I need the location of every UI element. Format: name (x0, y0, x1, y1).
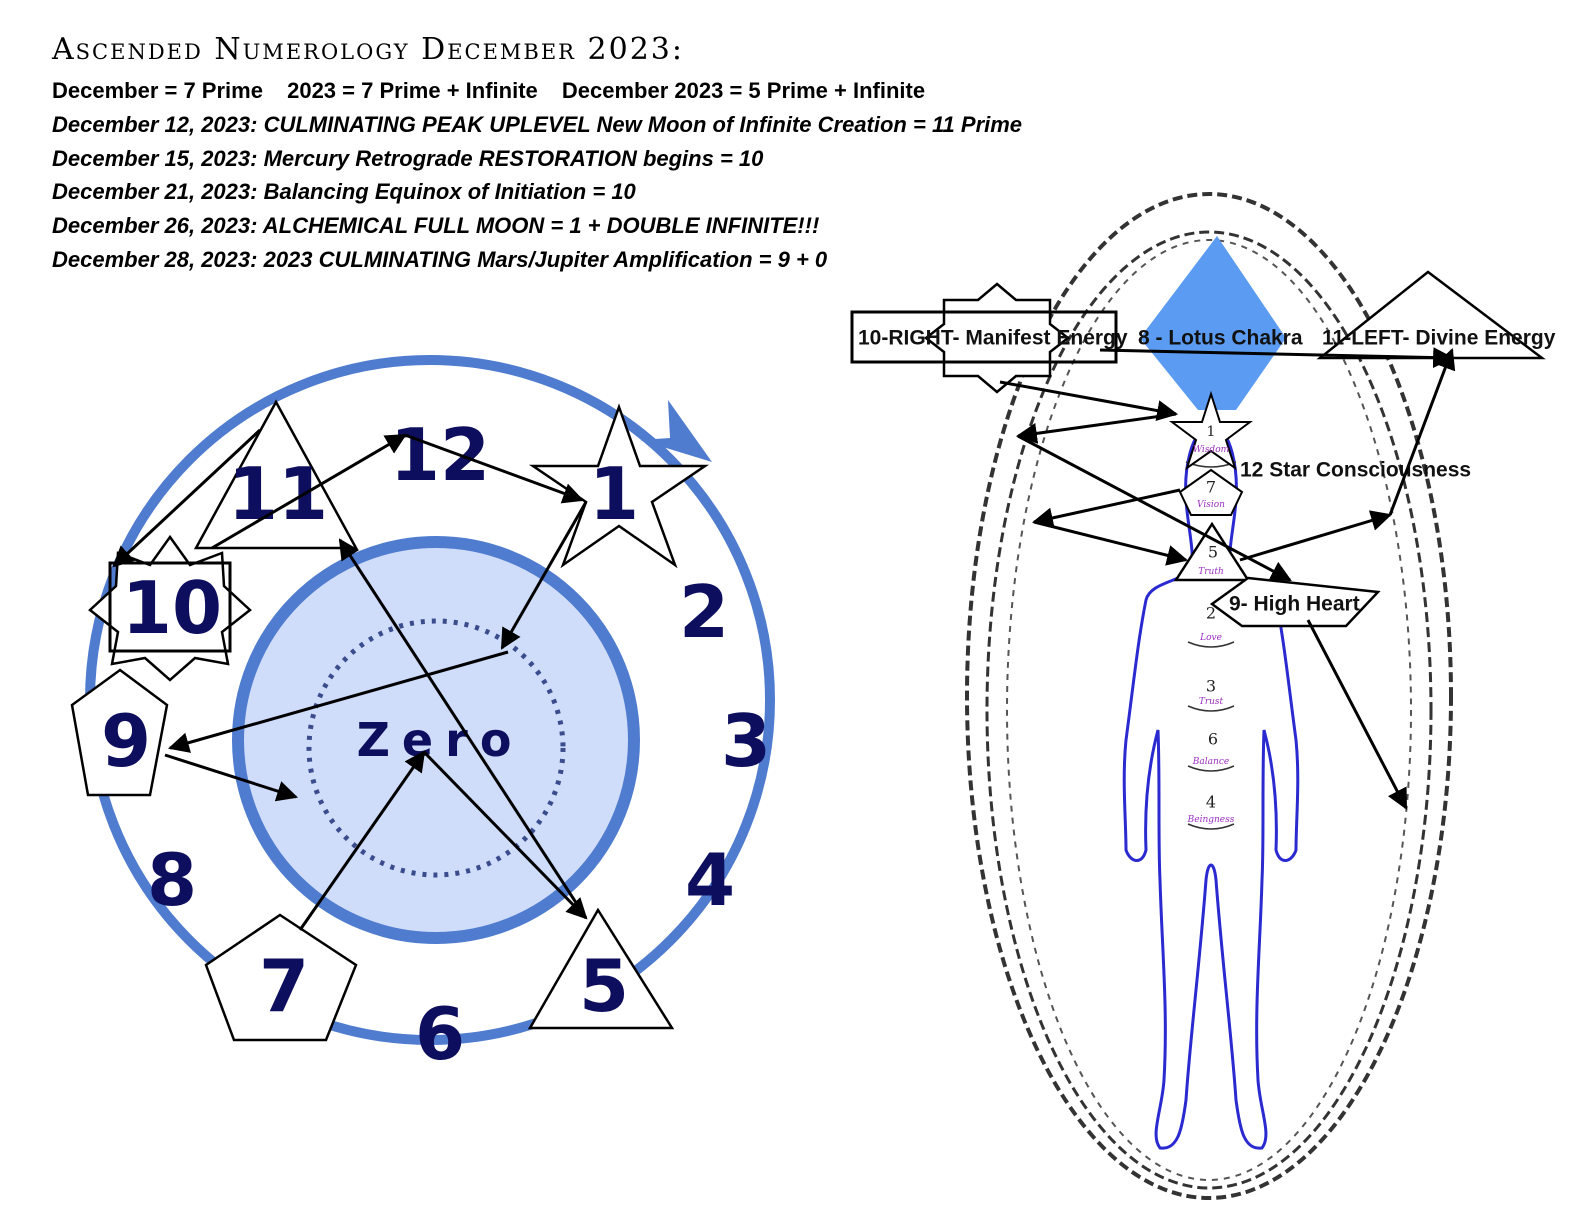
zero-dotted-ring (306, 618, 566, 878)
arrow-zero-to-5 (422, 750, 588, 920)
arrow-left-to-throat (1033, 520, 1189, 566)
truth-triangle-icon (1173, 521, 1251, 582)
body-arrows (999, 347, 1456, 810)
chakra-num-1: 1 (1207, 424, 1216, 440)
chakra-num-5: 5 (1208, 543, 1218, 562)
arrow-7-to-zero (298, 750, 426, 931)
triangle-5-icon (527, 907, 675, 1030)
chakra-num-4: 4 (1206, 793, 1216, 812)
label-high-heart: 9- High Heart (1229, 593, 1360, 616)
vision-pentagon-icon (1178, 468, 1244, 516)
chakra-word-truth: Truth (1198, 567, 1224, 577)
wheel-number-1: 1 (589, 452, 639, 536)
arrow-left-to-heart (1017, 434, 1292, 582)
label-star-consciousness: 12 Star Consciousness (1240, 459, 1471, 482)
wheel-arrows (112, 428, 588, 931)
chakra-word-trust: Trust (1199, 697, 1224, 707)
summary-month: December = 7 Prime (52, 78, 263, 103)
heart-pentagon-icon (1209, 576, 1381, 628)
square-10-icon (108, 561, 232, 653)
chakra-word-beingness: Beingness (1187, 815, 1235, 825)
body-diagram: 1 Wisdom 7 Vision 5 Truth 2 Love 3 Trust… (850, 192, 1556, 1200)
arrow-lotus-to-divine (1099, 347, 1455, 369)
label-manifest-energy: 10-RIGHT- Manifest Energy (858, 327, 1128, 350)
chakra-word-wisdom: Wisdom (1193, 445, 1229, 455)
arrow-manifest-to-crown (999, 380, 1179, 421)
numerology-wheel: Zero 12 11 1 10 2 9 3 8 4 7 5 6 (70, 355, 775, 1076)
star-10-icon (88, 534, 252, 682)
aura-inner (1006, 239, 1412, 1181)
pentagon-9-icon (70, 668, 169, 797)
arrow-crown-to-left (1015, 412, 1177, 444)
chakra-num-6: 6 (1208, 730, 1218, 749)
chakra-num-3: 3 (1206, 677, 1216, 696)
arrow-5-to-11 (338, 538, 588, 919)
wheel-number-5: 5 (579, 944, 629, 1028)
pentagon-7-icon (204, 913, 358, 1042)
wheel-number-12: 12 (390, 413, 490, 497)
label-divine-energy: 11-LEFT- Divine Energy (1322, 327, 1556, 350)
crown-star-icon (1169, 390, 1253, 471)
wheel-number-2: 2 (679, 570, 729, 654)
zero-label: Zero (357, 713, 524, 767)
date-line-3: December 21, 2023: Balancing Equinox of … (52, 179, 636, 205)
wheel-number-7: 7 (259, 944, 309, 1028)
wheel-number-3: 3 (721, 699, 771, 783)
arrow-12-to-1 (404, 433, 584, 504)
lotus-diamond-icon (1140, 236, 1286, 410)
summary-year: 2023 = 7 Prime + Infinite (287, 78, 538, 103)
chakra-num-2: 2 (1206, 604, 1216, 623)
aura-middle (985, 230, 1433, 1190)
summary-line: December = 7 Prime 2023 = 7 Prime + Infi… (52, 74, 1252, 108)
chakra-word-vision: Vision (1197, 500, 1225, 510)
arrow-throat-to-right (1239, 510, 1393, 562)
date-line-2: December 15, 2023: Mercury Retrograde RE… (52, 145, 764, 171)
arrow-center-to-9 (167, 650, 509, 753)
manifest-box (850, 310, 1118, 364)
label-lotus-chakra: 8 - Lotus Chakra (1138, 327, 1303, 350)
wheel-number-8: 8 (147, 838, 197, 922)
wheel-number-4: 4 (685, 838, 735, 922)
chakra-bowls (1185, 461, 1237, 830)
arrow-11-to-10 (112, 428, 262, 568)
date-line-5: December 28, 2023: 2023 CULMINATING Mars… (52, 246, 828, 272)
human-outline (1122, 422, 1300, 1150)
page-title: Ascended Numerology December 2023: (52, 32, 684, 67)
star-1-icon (528, 403, 710, 569)
wheel-number-11: 11 (228, 452, 328, 536)
triangle-11-icon (193, 399, 359, 550)
chakra-word-love: Love (1199, 633, 1222, 643)
arrow-vision-to-left (1031, 488, 1181, 529)
wheel-number-6: 6 (415, 992, 465, 1076)
arrow-1-to-center (500, 501, 588, 650)
cycle-arrowhead (640, 400, 712, 462)
wheel-number-10: 10 (122, 566, 222, 650)
date-line-4: December 26, 2023: ALCHEMICAL FULL MOON … (52, 213, 820, 239)
arrow-10-to-12 (211, 433, 407, 550)
header: Ascended Numerology December 2023: Decem… (52, 30, 1252, 277)
chakra-word-balance: Balance (1192, 757, 1229, 767)
arrow-right-to-divine (1388, 348, 1456, 516)
chakra-num-7: 7 (1206, 478, 1216, 497)
arrow-9-to-inner (164, 753, 298, 802)
wheel-number-9: 9 (101, 699, 151, 783)
summary-month-year: December 2023 = 5 Prime + Infinite (561, 78, 926, 103)
aura-outer (965, 192, 1453, 1200)
date-line-1: December 12, 2023: CULMINATING PEAK UPLE… (52, 111, 1023, 137)
arrow-heart-to-aura (1306, 619, 1408, 810)
